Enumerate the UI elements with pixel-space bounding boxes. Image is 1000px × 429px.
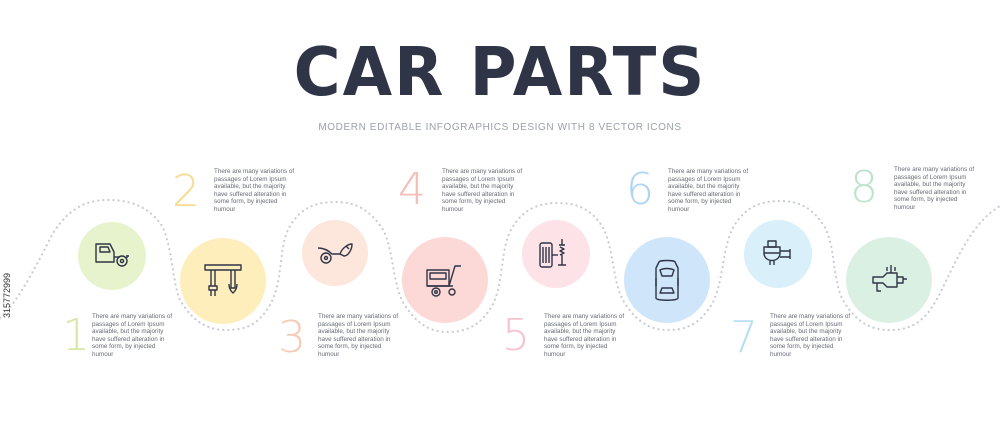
step-3-number: 3	[278, 312, 306, 363]
page-title: CAR PARTS	[293, 34, 707, 112]
step-8-circle	[846, 237, 932, 323]
step-1-description: There are many variations of passages of…	[92, 313, 173, 358]
step-3-circle	[302, 220, 368, 286]
step-2-description: There are many variations of passages of…	[214, 168, 295, 213]
step-1-number: 1	[62, 310, 90, 361]
car-horn-icon	[317, 243, 353, 264]
alternator-part-icon	[763, 240, 791, 265]
step-6-circle	[624, 237, 710, 323]
step-4-circle	[402, 237, 488, 323]
step-8-number: 8	[850, 162, 878, 213]
step-2-circle	[180, 238, 266, 324]
step-7-description: There are many variations of passages of…	[770, 313, 851, 358]
step-6-description: There are many variations of passages of…	[668, 168, 749, 213]
car-side-with-wheel-icon	[95, 243, 129, 267]
step-2-number: 2	[172, 166, 200, 217]
step-7-number: 7	[730, 312, 758, 363]
step-6-number: 6	[626, 164, 654, 215]
car-top-view-icon	[655, 259, 679, 301]
step-4-number: 4	[398, 164, 426, 215]
tire-and-shock-absorber-icon	[539, 239, 566, 268]
step-5-circle	[522, 220, 590, 288]
step-4-description: There are many variations of passages of…	[442, 168, 523, 213]
step-7-circle	[744, 220, 812, 288]
step-8-description: There are many variations of passages of…	[894, 166, 975, 211]
starter-motor-icon	[872, 265, 907, 292]
page-subtitle: MODERN EDITABLE INFOGRAPHICS DESIGN WITH…	[318, 122, 682, 133]
robotic-arm-wrench-icon	[204, 264, 242, 296]
step-5-description: There are many variations of passages of…	[544, 313, 625, 358]
hand-truck-engine-icon	[426, 265, 461, 297]
step-5-number: 5	[502, 310, 530, 361]
step-3-description: There are many variations of passages of…	[318, 313, 399, 358]
step-1-circle	[78, 222, 146, 290]
stock-image-id: 315772999	[2, 272, 12, 318]
